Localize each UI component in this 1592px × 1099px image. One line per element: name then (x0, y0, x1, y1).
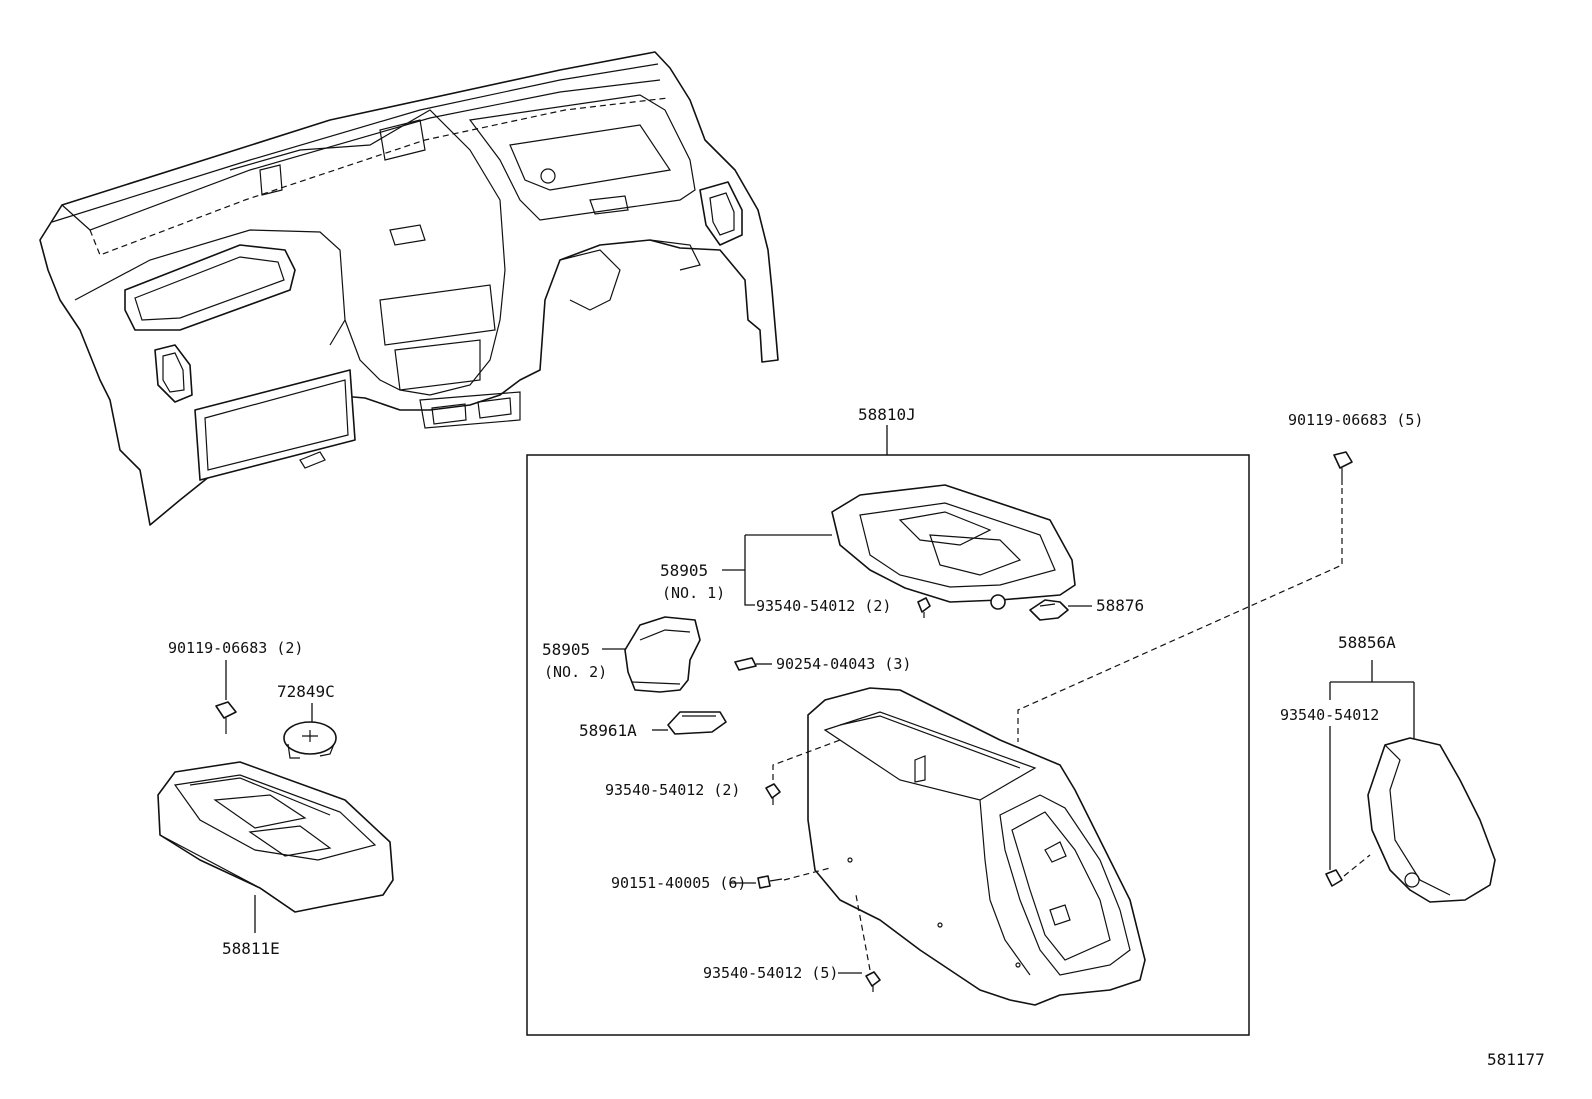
label-58810J: 58810J (858, 405, 916, 424)
armrest-pad-illustration (1367, 737, 1496, 903)
clip-bottom-icon (865, 971, 881, 992)
label-58856A: 58856A (1338, 633, 1396, 652)
screw-top-right-icon (1333, 451, 1353, 485)
label-93540-54012-armrest: 93540-54012 (1280, 706, 1379, 724)
label-58905-no2-sub: (NO. 2) (544, 663, 607, 681)
label-72849C: 72849C (277, 682, 335, 701)
diagram-id: 581177 (1487, 1050, 1545, 1069)
screw-left-icon (215, 701, 237, 734)
label-90119-06683-2: 90119-06683 (2) (168, 639, 303, 657)
cap-illustration (283, 721, 337, 759)
rear-console-box-illustration (807, 687, 1146, 1006)
label-93540-54012-bottom: 93540-54012 (5) (703, 964, 838, 982)
hinge-illustration (1029, 599, 1069, 621)
front-console-illustration (157, 761, 394, 913)
cover-no2-illustration (624, 616, 701, 693)
latch-illustration (667, 711, 727, 735)
console-lid-illustration (831, 484, 1076, 610)
clip-console-icon (765, 783, 781, 805)
label-90254-04043: 90254-04043 (3) (776, 655, 911, 673)
clip-armrest-icon (1325, 869, 1343, 887)
label-58905-no1: 58905 (660, 561, 708, 580)
assembly-frame (526, 454, 1250, 1036)
label-58811E: 58811E (222, 939, 280, 958)
screw-console-icon (757, 875, 783, 889)
cushion-illustration (734, 657, 757, 671)
label-93540-54012-console: 93540-54012 (2) (605, 781, 740, 799)
instrument-panel-illustration (39, 51, 779, 526)
clip-icon (917, 597, 931, 618)
label-58876: 58876 (1096, 596, 1144, 615)
label-58905-no1-sub: (NO. 1) (662, 584, 725, 602)
label-93540-54012-lid: 93540-54012 (2) (756, 597, 891, 615)
label-90151-40005: 90151-40005 (6) (611, 874, 746, 892)
label-58961A: 58961A (579, 721, 637, 740)
label-58905-no2: 58905 (542, 640, 590, 659)
label-90119-06683-5: 90119-06683 (5) (1288, 411, 1423, 429)
